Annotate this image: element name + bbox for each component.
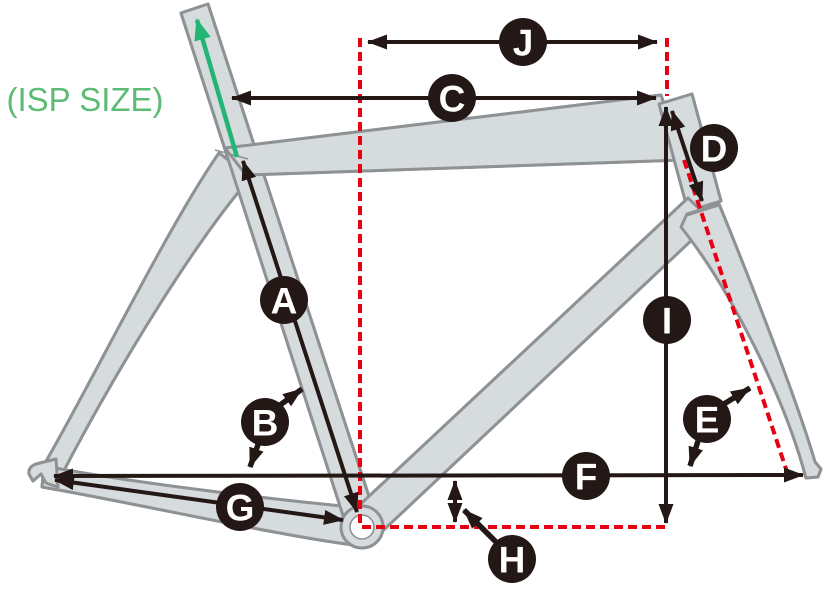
label-letter: H bbox=[499, 540, 526, 581]
label-letter: J bbox=[513, 23, 534, 64]
isp-size-label: (ISP SIZE) bbox=[6, 81, 163, 118]
dimension-label-d: D bbox=[690, 124, 738, 172]
label-letter: D bbox=[701, 129, 728, 170]
label-circle bbox=[428, 74, 476, 122]
label-circle bbox=[499, 18, 547, 66]
label-letter: B bbox=[252, 403, 279, 444]
dimension-label-a: A bbox=[260, 276, 308, 324]
dimension-arrows bbox=[53, 18, 804, 548]
angle-pointer-b-down bbox=[247, 441, 264, 468]
label-letter: E bbox=[695, 400, 720, 441]
dimension-arrow-a bbox=[241, 160, 359, 513]
dimension-label-c: C bbox=[428, 74, 476, 122]
label-circle bbox=[690, 124, 738, 172]
dimension-arrow-f bbox=[53, 467, 804, 484]
isp-size-arrow bbox=[194, 18, 240, 158]
label-letter: G bbox=[226, 488, 255, 529]
reference-lines bbox=[358, 38, 791, 529]
dimension-label-i: I bbox=[643, 296, 691, 344]
label-circle bbox=[488, 535, 536, 583]
dimension-arrow-d bbox=[670, 110, 704, 202]
dimension-label-e: E bbox=[683, 395, 731, 443]
label-letter: I bbox=[662, 301, 672, 342]
h-leader-line bbox=[462, 508, 502, 548]
isp-seam bbox=[214, 149, 249, 160]
dimension-label-b: B bbox=[241, 398, 289, 446]
dimension-arrow-g bbox=[54, 475, 344, 525]
label-circle bbox=[643, 296, 691, 344]
dimension-label-j: J bbox=[499, 18, 547, 66]
label-letter: A bbox=[271, 281, 298, 322]
label-circle bbox=[260, 276, 308, 324]
label-letter: F bbox=[575, 457, 598, 498]
dimension-label-g: G bbox=[216, 483, 264, 531]
label-letter: C bbox=[439, 79, 466, 120]
angle-pointer-e-down bbox=[687, 440, 703, 467]
label-circle bbox=[216, 483, 264, 531]
label-circle bbox=[562, 452, 610, 500]
dimension-label-f: F bbox=[562, 452, 610, 500]
fork-crown-seam bbox=[685, 205, 719, 217]
dimension-label-h: H bbox=[488, 535, 536, 583]
label-circle bbox=[241, 398, 289, 446]
label-circle bbox=[683, 395, 731, 443]
dimension-labels: J C D A B I E bbox=[216, 18, 738, 583]
